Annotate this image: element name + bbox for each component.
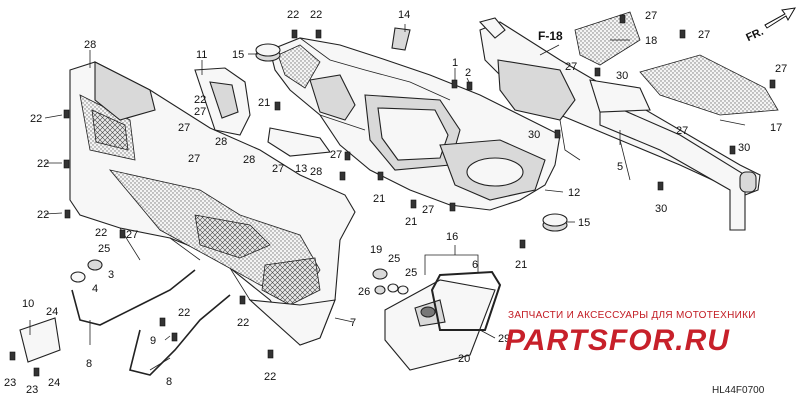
callout-22: 22 — [287, 9, 299, 21]
callout-22: 22 — [194, 94, 206, 106]
callout-labels: 28 22 22 22 11 22 27 27 28 27 28 22 22 1… — [4, 9, 787, 396]
callout-2: 2 — [465, 67, 471, 79]
cover-17 — [639, 54, 779, 116]
callout-22: 22 — [264, 371, 276, 383]
callout-22: 22 — [95, 227, 107, 239]
callout-17: 17 — [770, 122, 782, 134]
upper-dash-panel — [269, 37, 561, 211]
callout-13: 13 — [295, 163, 307, 175]
cable-8-left — [71, 269, 196, 326]
callout-19: 19 — [370, 244, 382, 256]
callout-26: 26 — [358, 286, 370, 298]
callout-21: 21 — [405, 216, 417, 228]
watermark-logo: PARTSFOR.RU — [505, 324, 730, 357]
callout-7: 7 — [350, 317, 356, 329]
callout-22: 22 — [178, 307, 190, 319]
callout-27: 27 — [126, 229, 138, 241]
callout-29: 29 — [498, 333, 510, 345]
callout-28: 28 — [310, 166, 322, 178]
knob-assembly — [372, 268, 409, 295]
section-ref: F-18 — [538, 29, 563, 43]
callout-27: 27 — [775, 63, 787, 75]
bolt-markers — [9, 14, 776, 377]
plate-10 — [19, 317, 61, 363]
fastener-group-3-4 — [70, 259, 103, 283]
callout-27: 27 — [272, 163, 284, 175]
callout-20: 20 — [458, 353, 470, 365]
callout-4: 4 — [92, 283, 98, 295]
callout-5: 5 — [617, 161, 623, 173]
callout-28: 28 — [243, 154, 255, 166]
callout-12: 12 — [568, 187, 580, 199]
callout-30: 30 — [616, 70, 628, 82]
callout-24: 24 — [48, 377, 60, 389]
callout-6: 6 — [472, 259, 478, 271]
callout-24: 24 — [46, 306, 58, 318]
callout-21: 21 — [373, 193, 385, 205]
callout-23: 23 — [26, 384, 38, 396]
arrow-icon — [764, 7, 796, 29]
side-bracket — [194, 67, 251, 136]
callout-18: 18 — [645, 35, 657, 47]
figure-code: HL44F0700 — [712, 385, 765, 396]
callout-28: 28 — [215, 136, 227, 148]
callout-30: 30 — [738, 142, 750, 154]
callout-22: 22 — [37, 158, 49, 170]
leader-lines — [29, 24, 746, 371]
callout-27: 27 — [422, 204, 434, 216]
callout-27: 27 — [698, 29, 710, 41]
callout-30: 30 — [528, 129, 540, 141]
shop-watermark: ЗАПЧАСТИ И АКСЕССУАРЫ ДЛЯ МОТОТЕХНИКИ PA… — [505, 310, 756, 357]
callout-16: 16 — [446, 231, 458, 243]
bracket-13 — [267, 127, 331, 157]
grommet-15-lower — [542, 213, 568, 232]
callout-8: 8 — [166, 376, 172, 388]
callout-11: 11 — [196, 49, 207, 61]
callout-27: 27 — [194, 106, 206, 118]
callout-25: 25 — [388, 253, 400, 265]
watermark-tagline: ЗАПЧАСТИ И АКСЕССУАРЫ ДЛЯ МОТОТЕХНИКИ — [508, 310, 756, 321]
callout-10: 10 — [22, 298, 34, 310]
callout-22: 22 — [310, 9, 322, 21]
callout-14: 14 — [398, 9, 410, 21]
clip-14 — [391, 27, 411, 51]
callout-27: 27 — [565, 61, 577, 73]
callout-30: 30 — [655, 203, 667, 215]
callout-3: 3 — [108, 269, 114, 281]
grommet-15-upper — [255, 43, 281, 62]
callout-22: 22 — [30, 113, 42, 125]
callout-28: 28 — [84, 39, 96, 51]
callout-9: 9 — [150, 335, 156, 347]
callout-23: 23 — [4, 377, 16, 389]
callout-22: 22 — [37, 209, 49, 221]
callout-21: 21 — [258, 97, 270, 109]
lower-dash-panel — [69, 61, 356, 346]
front-direction-indicator: FR. — [744, 7, 796, 44]
callout-25: 25 — [405, 267, 417, 279]
callout-22: 22 — [237, 317, 249, 329]
callout-27: 27 — [178, 122, 190, 134]
callout-1: 1 — [452, 57, 458, 69]
callout-27: 27 — [676, 125, 688, 137]
callout-27: 27 — [330, 149, 342, 161]
callout-8: 8 — [86, 358, 92, 370]
cover-18 — [574, 11, 641, 66]
callout-21: 21 — [515, 259, 527, 271]
callout-27: 27 — [188, 153, 200, 165]
seal-6 — [430, 270, 502, 331]
callout-27: 27 — [645, 10, 657, 22]
callout-25: 25 — [98, 243, 110, 255]
front-label: FR. — [744, 26, 765, 44]
callout-15: 15 — [232, 49, 244, 61]
callout-15: 15 — [578, 217, 590, 229]
